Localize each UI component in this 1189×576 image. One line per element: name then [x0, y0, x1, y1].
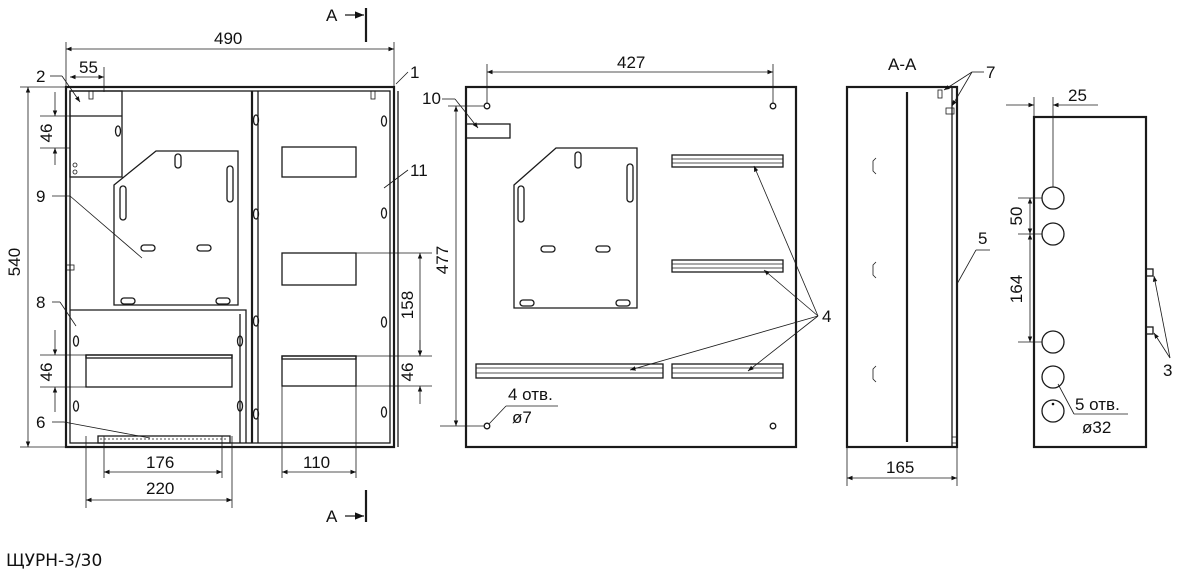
dim-46-right: 46	[398, 363, 417, 382]
dim-477: 477	[433, 246, 452, 274]
callout-6: 6	[36, 413, 45, 432]
callout-2: 2	[36, 67, 45, 86]
callout-4: 4	[822, 307, 831, 326]
dim-540: 540	[5, 248, 24, 276]
dim-50: 50	[1007, 207, 1026, 226]
callout-8: 8	[36, 293, 45, 312]
section-title: А-А	[888, 55, 917, 74]
mounting-plate-view: 427 477 4 отв. ø7 10 4	[422, 53, 831, 449]
dim-165: 165	[886, 458, 914, 477]
knockout-view: 25 50 164 5 отв. ø32 3	[1006, 86, 1172, 449]
dim-55: 55	[79, 58, 98, 77]
din-rails	[475, 154, 784, 379]
dim-164: 164	[1007, 275, 1026, 303]
callout-11: 11	[410, 161, 428, 180]
holes-4-label: 4 отв.	[508, 385, 553, 404]
section-mark-top: А	[326, 6, 338, 25]
dim-490: 490	[214, 29, 242, 48]
dim-158: 158	[398, 291, 417, 319]
dim-46-top: 46	[37, 124, 56, 143]
dim-25: 25	[1068, 86, 1087, 105]
section-mark-bottom: А	[326, 507, 338, 526]
dim-220: 220	[146, 479, 174, 498]
callout-9: 9	[36, 187, 45, 206]
front-view: А А 490 55 540 46 46 158	[5, 6, 432, 526]
dia-32-label: ø32	[1082, 418, 1111, 437]
callout-7: 7	[986, 63, 995, 82]
holes-5-label: 5 отв.	[1075, 395, 1120, 414]
callout-10: 10	[422, 89, 441, 108]
callout-3: 3	[1163, 361, 1172, 380]
dia-7-label: ø7	[512, 408, 532, 427]
dim-176: 176	[146, 453, 174, 472]
dim-110: 110	[303, 453, 330, 472]
callout-1: 1	[410, 63, 419, 82]
section-view: А-А 165 7 5	[845, 55, 995, 486]
callout-5: 5	[978, 229, 987, 248]
dim-427: 427	[617, 53, 645, 72]
model-caption: ЩУРН-3/30	[6, 551, 102, 571]
dim-46-left: 46	[37, 363, 56, 382]
